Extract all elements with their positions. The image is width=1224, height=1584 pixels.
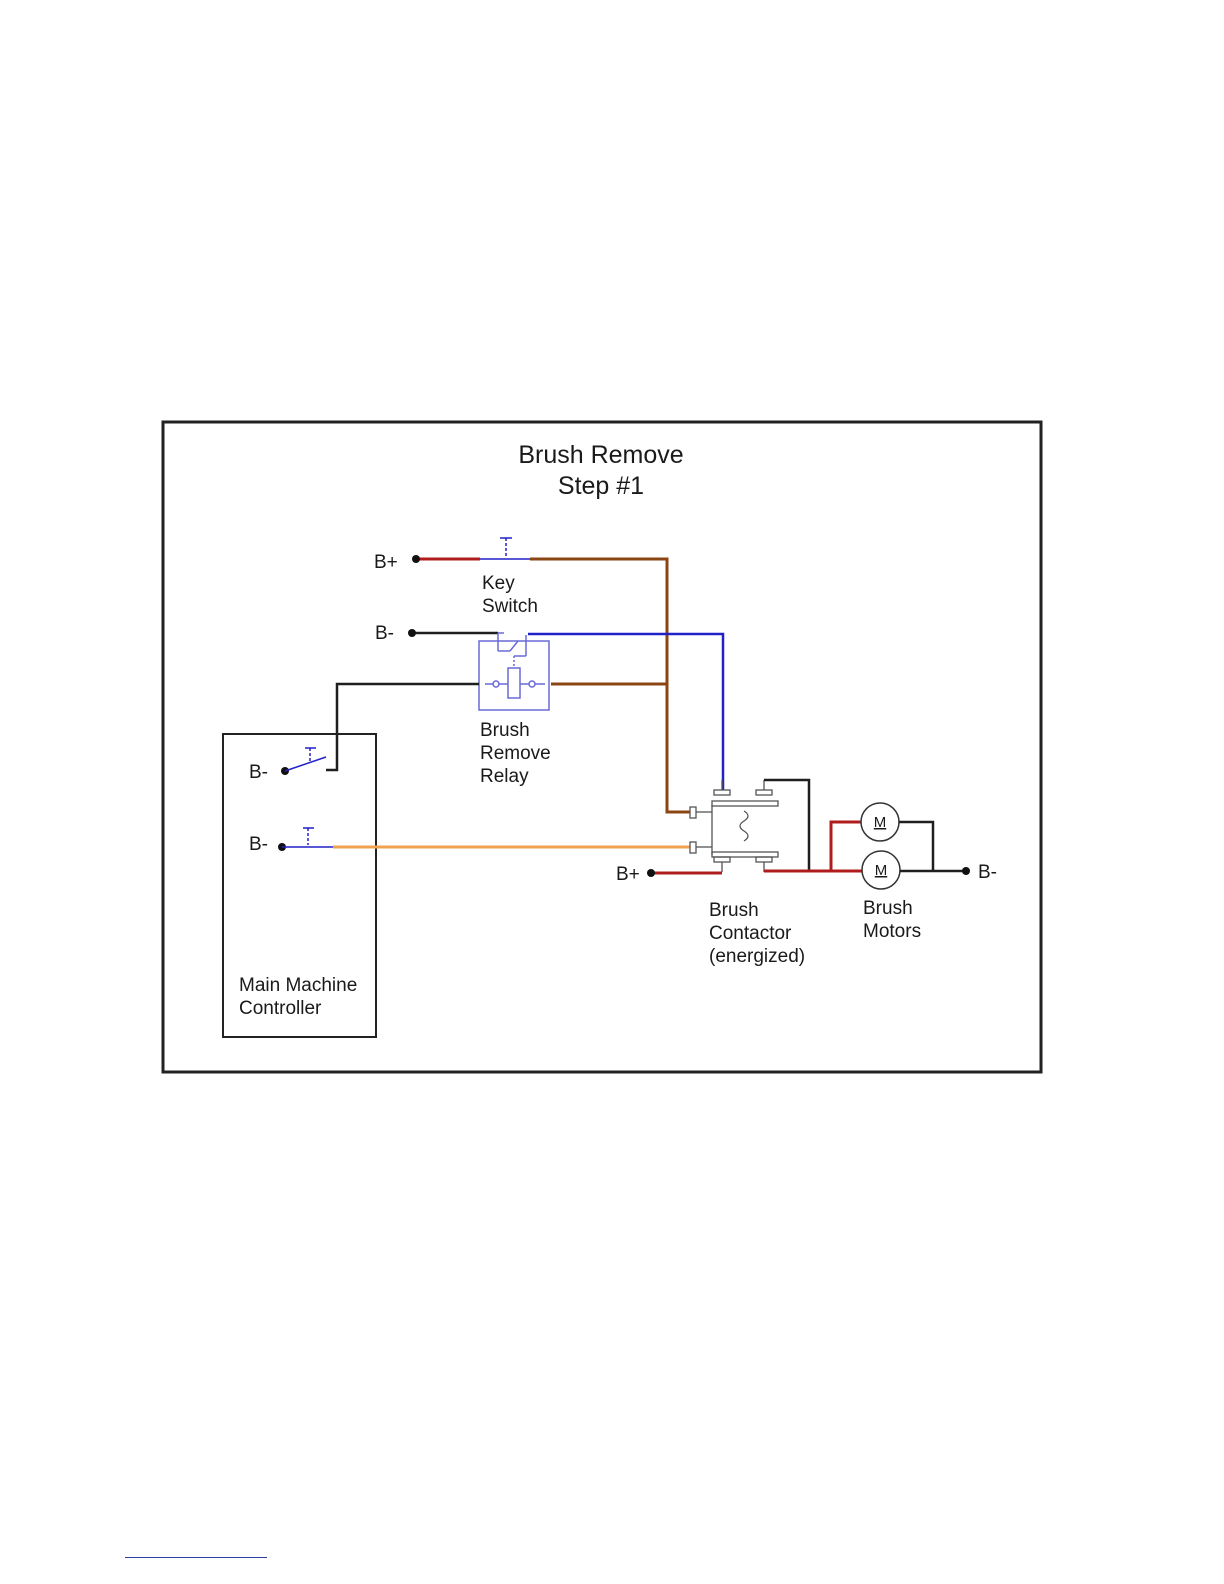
- brush-remove-relay-symbol: [479, 633, 549, 710]
- relay-label-line3: Relay: [480, 766, 529, 787]
- motor-bottom: M: [862, 851, 900, 889]
- relay-bminus-dot: [408, 629, 416, 637]
- motors-bminus-dot: [962, 867, 970, 875]
- contactor-bplus-label: B+: [616, 864, 640, 885]
- controller-label-line2: Controller: [239, 998, 322, 1019]
- motors-label-line2: Motors: [863, 921, 921, 942]
- key-switch-label-line2: Switch: [482, 596, 538, 617]
- contactor-label-line2: Contactor: [709, 923, 792, 944]
- controller-switch-bottom: [278, 828, 333, 851]
- black-wire-controller: [326, 684, 479, 770]
- contactor-bplus-dot: [647, 869, 655, 877]
- diagram-title-line1: Brush Remove: [518, 441, 683, 469]
- controller-label-line1: Main Machine: [239, 975, 357, 996]
- motors-bminus-label: B-: [978, 862, 997, 883]
- contactor-label-line1: Brush: [709, 900, 759, 921]
- motor-top: M: [861, 803, 899, 841]
- motor-bottom-symbol: M: [875, 862, 888, 879]
- relay-label-line2: Remove: [480, 743, 551, 764]
- relay-label-line1: Brush: [480, 720, 530, 741]
- controller-bminus-top-label: B-: [249, 762, 268, 783]
- brush-contactor-symbol: [690, 780, 778, 872]
- motors-label-line1: Brush: [863, 898, 913, 919]
- footnote-separator: [125, 1557, 267, 1558]
- contactor-label-line3: (energized): [709, 946, 805, 967]
- diagram-title-line2: Step #1: [558, 472, 644, 500]
- key-switch-label-line1: Key: [482, 573, 515, 594]
- key-switch: [412, 538, 530, 563]
- controller-switch-top: [281, 748, 326, 775]
- motor-return-wire: [899, 822, 933, 871]
- motor-top-red-wire: [831, 822, 861, 871]
- motor-top-symbol: M: [874, 814, 887, 831]
- blue-wire: [528, 634, 723, 790]
- relay-bminus-label: B-: [375, 623, 394, 644]
- key-switch-bplus-label: B+: [374, 552, 398, 573]
- controller-bminus-bottom-label: B-: [249, 834, 268, 855]
